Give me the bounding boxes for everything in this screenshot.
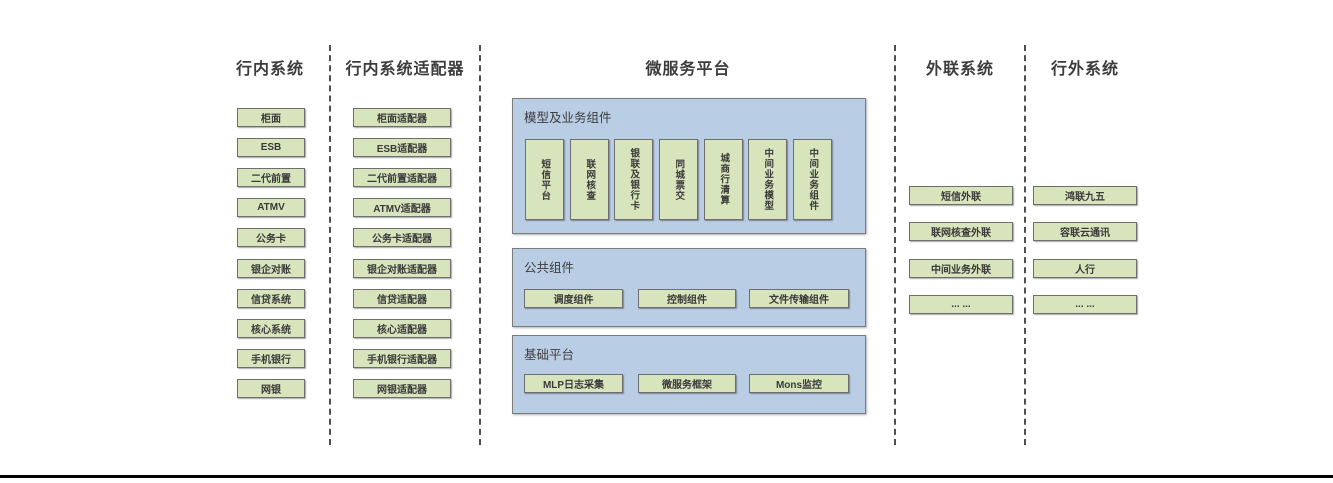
column-title-adapters: 行内系统适配器 <box>345 61 465 78</box>
adapter-box: 银企对账适配器 <box>353 259 451 278</box>
panel-label: 公共组件 <box>524 261 575 275</box>
panel-label: 基础平台 <box>524 348 575 362</box>
adapter-box: ESB适配器 <box>353 138 451 157</box>
system-box: 银企对账 <box>237 259 305 278</box>
panel-base-platform: 基础平台 MLP日志采集 微服务框架 Mons监控 <box>512 335 866 414</box>
bottom-rule <box>0 475 1333 478</box>
column-title-external: 行外系统 <box>1050 61 1119 78</box>
adapter-box: 信贷适配器 <box>353 289 451 308</box>
component-box: 调度组件 <box>524 289 623 308</box>
system-box: 手机银行 <box>237 349 305 368</box>
panel-model-components: 模型及业务组件 短信平台 联网核查 银联及银行卡 同城票交 城商行清算 中间业务… <box>512 98 866 234</box>
component-box: 中间业务组件 <box>793 139 832 220</box>
system-box: 信贷系统 <box>237 289 305 308</box>
system-box: ATMV <box>237 198 305 217</box>
system-box: 网银 <box>237 379 305 398</box>
adapter-box: 柜面适配器 <box>353 108 451 127</box>
column-separator-3 <box>894 45 896 445</box>
column-separator-4 <box>1024 45 1026 445</box>
external-system-box: ... ... <box>1033 295 1137 314</box>
panel-label: 模型及业务组件 <box>524 111 612 125</box>
system-box: ESB <box>237 138 305 157</box>
column-title-platform: 微服务平台 <box>645 61 731 78</box>
adapter-box: 公务卡适配器 <box>353 228 451 247</box>
component-box: 联网核查 <box>570 139 609 220</box>
system-box: 公务卡 <box>237 228 305 247</box>
external-system-box: 人行 <box>1033 259 1137 278</box>
component-box: 银联及银行卡 <box>614 139 653 220</box>
external-link-box: ... ... <box>909 295 1013 314</box>
external-system-box: 鸿联九五 <box>1033 186 1137 205</box>
system-box: 核心系统 <box>237 319 305 338</box>
component-box: 同城票交 <box>659 139 698 220</box>
column-separator-2 <box>479 45 481 445</box>
adapter-box: ATMV适配器 <box>353 198 451 217</box>
adapter-box: 二代前置适配器 <box>353 168 451 187</box>
component-box: 中间业务模型 <box>748 139 787 220</box>
adapter-box: 手机银行适配器 <box>353 349 451 368</box>
external-link-box: 联网核查外联 <box>909 222 1013 241</box>
system-box: 二代前置 <box>237 168 305 187</box>
component-box: MLP日志采集 <box>524 374 623 393</box>
component-box: 文件传输组件 <box>749 289 849 308</box>
component-box: 控制组件 <box>638 289 736 308</box>
component-box: 短信平台 <box>525 139 564 220</box>
component-box: Mons监控 <box>749 374 849 393</box>
panel-common-components: 公共组件 调度组件 控制组件 文件传输组件 <box>512 248 866 327</box>
adapter-box: 核心适配器 <box>353 319 451 338</box>
column-separator-1 <box>329 45 331 445</box>
component-box: 微服务框架 <box>638 374 736 393</box>
component-box: 城商行清算 <box>704 139 743 220</box>
external-link-box: 短信外联 <box>909 186 1013 205</box>
external-system-box: 容联云通讯 <box>1033 222 1137 241</box>
system-box: 柜面 <box>237 108 305 127</box>
column-title-external-link: 外联系统 <box>925 61 994 78</box>
adapter-box: 网银适配器 <box>353 379 451 398</box>
external-link-box: 中间业务外联 <box>909 259 1013 278</box>
column-title-internal: 行内系统 <box>235 61 304 78</box>
